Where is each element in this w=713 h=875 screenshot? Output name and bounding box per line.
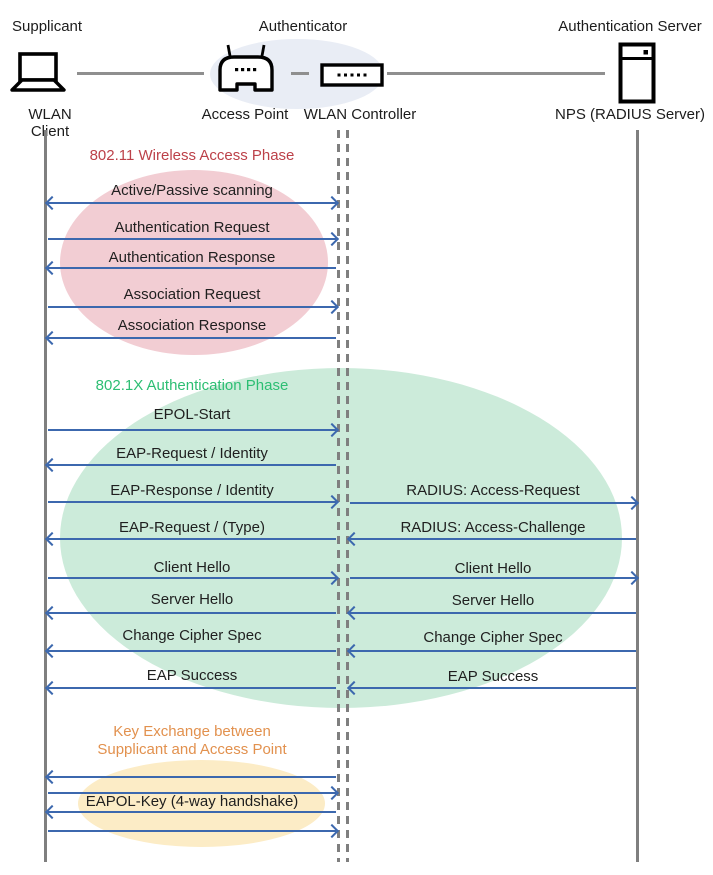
phase3-ellipse xyxy=(78,760,325,847)
arrow-left xyxy=(350,650,636,652)
message-label: EAP-Request / (Type) xyxy=(119,519,265,536)
arrow-left xyxy=(350,538,636,540)
arrow-left xyxy=(350,612,636,614)
message-label: RADIUS: Access-Challenge xyxy=(400,519,586,536)
lifeline-authenticator-right xyxy=(346,130,349,862)
arrow-right xyxy=(48,830,336,832)
arrow-left xyxy=(48,337,336,339)
arrow-left xyxy=(48,811,336,813)
phase1-title: 802.11 Wireless Access Phase xyxy=(89,147,295,164)
message-label: Association Response xyxy=(117,317,267,334)
connector-client-ap xyxy=(77,72,204,75)
arrow-left xyxy=(48,267,336,269)
lifeline-supplicant xyxy=(44,130,47,862)
message-label: Change Cipher Spec xyxy=(423,629,563,646)
message-label: Authentication Response xyxy=(108,249,276,266)
phase2-title: 802.1X Authentication Phase xyxy=(95,377,289,394)
message-label: Association Request xyxy=(123,286,261,303)
arrow-left xyxy=(48,538,336,540)
message-label: Authentication Request xyxy=(114,219,270,236)
arrow-left xyxy=(48,687,336,689)
label-wlan-controller: WLAN Controller xyxy=(303,106,417,123)
server-icon xyxy=(618,42,656,109)
arrow-left xyxy=(48,612,336,614)
message-label: EAP-Request / Identity xyxy=(116,445,268,462)
arrow-right xyxy=(48,306,336,308)
arrow-left xyxy=(48,776,336,778)
arrow-left xyxy=(48,650,336,652)
phase1-ellipse xyxy=(60,170,328,355)
arrow-right xyxy=(48,429,336,431)
label-nps-radius-server: NPS (RADIUS Server) xyxy=(554,106,706,123)
label-access-point: Access Point xyxy=(201,106,289,123)
laptop-icon xyxy=(8,52,72,99)
message-label: Server Hello xyxy=(451,592,535,609)
role-authenticator: Authenticator xyxy=(258,18,348,35)
message-label: EAP Success xyxy=(146,667,238,684)
message-label: Active/Passive scanning xyxy=(111,182,273,199)
arrow-right xyxy=(350,502,636,504)
message-label: EAP Success xyxy=(447,668,539,685)
message-label: Client Hello xyxy=(153,559,231,576)
message-label: EPOL-Start xyxy=(153,406,231,423)
wlan-controller-icon xyxy=(320,63,384,92)
arrow-right xyxy=(350,577,636,579)
arrow-right xyxy=(48,501,336,503)
arrow-right xyxy=(48,577,336,579)
message-label: Client Hello xyxy=(454,560,532,577)
role-supplicant: Supplicant xyxy=(12,18,83,35)
phase3-title-line2: Supplicant and Access Point xyxy=(97,741,287,758)
connector-ap-controller xyxy=(291,72,309,75)
arrow-right xyxy=(48,792,336,794)
message-label: Server Hello xyxy=(150,591,234,608)
lifeline-auth-server xyxy=(636,130,639,862)
message-label: EAP-Response / Identity xyxy=(110,482,274,499)
arrow-both xyxy=(48,202,336,204)
role-authentication-server: Authentication Server xyxy=(558,18,702,35)
arrow-left xyxy=(350,687,636,689)
lifeline-authenticator-left xyxy=(337,130,340,862)
arrow-right xyxy=(48,238,336,240)
arrow-left xyxy=(48,464,336,466)
label-wlan-client: WLAN Client xyxy=(28,106,72,140)
access-point-icon xyxy=(216,44,276,99)
message-label: EAPOL-Key (4-way handshake) xyxy=(85,793,299,810)
phase3-title-line1: Key Exchange between xyxy=(113,723,271,740)
message-label: Change Cipher Spec xyxy=(122,627,262,644)
connector-controller-server xyxy=(387,72,605,75)
message-label: RADIUS: Access-Request xyxy=(406,482,580,499)
